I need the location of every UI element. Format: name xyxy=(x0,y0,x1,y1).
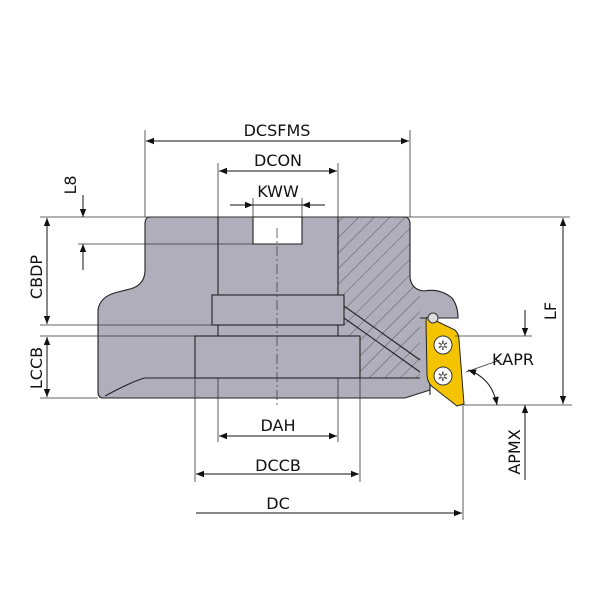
l8-label: L8 xyxy=(61,175,80,194)
dc-label: DC xyxy=(266,494,290,513)
cbdp-label: CBDP xyxy=(27,255,46,299)
dcsfms-label: DCSFMS xyxy=(244,121,311,140)
kww-label: KWW xyxy=(257,182,299,201)
pin-icon xyxy=(427,312,439,324)
insert-screw-icon xyxy=(433,335,453,355)
keyway xyxy=(252,216,303,245)
svg-text:✲: ✲ xyxy=(438,370,449,385)
apmx-label: APMX xyxy=(505,429,524,474)
dah-label: DAH xyxy=(260,416,295,435)
dcon-label: DCON xyxy=(254,151,302,170)
lccb-label: LCCB xyxy=(27,347,46,389)
kapr-arc xyxy=(467,369,499,406)
lf-label: LF xyxy=(541,302,560,320)
svg-text:✲: ✲ xyxy=(438,339,449,354)
extension-lines xyxy=(40,130,572,520)
kapr-label: KAPR xyxy=(492,350,534,369)
section-hatch xyxy=(338,217,420,378)
bore-edges xyxy=(104,217,431,397)
dccb-label: DCCB xyxy=(255,456,301,475)
insert-screw-icon xyxy=(433,366,453,386)
insert xyxy=(425,316,465,407)
